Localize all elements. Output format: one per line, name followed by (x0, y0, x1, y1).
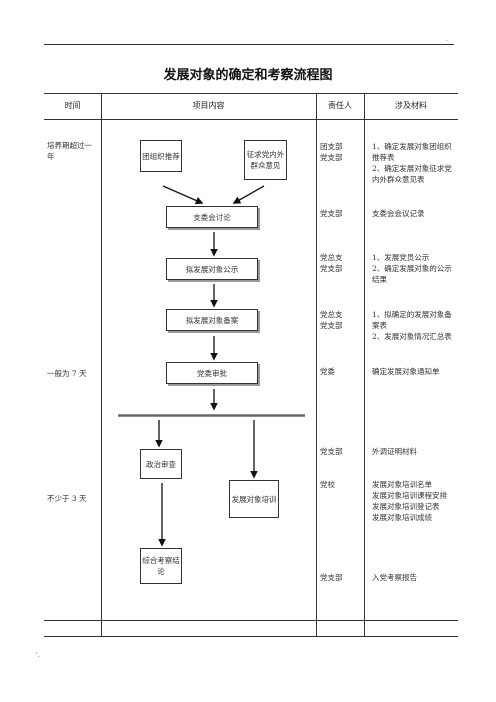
time-training-period: 培养期超过一年 (47, 141, 92, 161)
box-committee-approval: 党委审批 (166, 362, 258, 384)
box-public-notice: 拟发展对象公示 (166, 258, 258, 280)
time-training-days: 不少于 3 天 (47, 494, 87, 503)
resp-5: 党委 (320, 367, 335, 376)
resp-1: 团支部 党支部 (320, 142, 343, 162)
material-2: 支委会会议记录 (372, 209, 425, 218)
header-responsible: 责任人 (328, 101, 352, 110)
resp-8: 党支部 (320, 573, 343, 582)
box-league-recommend: 团组织推荐 (140, 140, 182, 172)
box-solicit-opinions: 征求党内外群众意见 (244, 140, 287, 180)
box-political-review: 政治审查 (140, 449, 182, 479)
resp-7: 党校 (320, 480, 335, 489)
header-materials: 涉及材料 (395, 101, 427, 110)
time-public-notice: 一般为 7 天 (47, 369, 87, 378)
top-rule (44, 44, 454, 45)
material-1: 1、确定发展对象团组织推荐表 2、确定发展对象征求党内外群众意见表 (372, 142, 452, 184)
arrow-opinions-to-discussion (232, 185, 265, 204)
resp-2: 党支部 (320, 209, 343, 218)
page-mark-bottom: '. (36, 652, 40, 659)
material-8: 入党考察报告 (372, 573, 417, 582)
arrow-recommend-to-discussion (162, 185, 204, 205)
header-content: 项目内容 (192, 101, 225, 110)
box-filing: 拟发展对象备案 (166, 309, 258, 331)
page-title: 发展对象的确定和考察流程图 (163, 68, 333, 83)
material-3: 1、发展党员公示 2、确定发展对象的公示结果 (372, 253, 452, 284)
resp-6: 党支部 (320, 447, 343, 456)
material-6: 外调证明材料 (372, 447, 417, 456)
header-time: 时间 (64, 101, 81, 110)
material-4: 1、拟确定的发展对象备案表 2、发展对象情况汇总表 (372, 310, 452, 341)
material-5: 确定发展对象通知单 (372, 367, 440, 376)
resp-3: 党总支 党支部 (320, 253, 343, 273)
material-7: 发展对象培训名单 发展对象培训课程安排 发展对象培训登记表 发展对象培训成绩 (372, 480, 447, 522)
resp-4: 党总支 党支部 (320, 310, 343, 330)
page-mark-top: . (446, 36, 448, 43)
box-comprehensive-conclusion: 综合考察结论 (140, 548, 182, 584)
box-training: 发展对象培训 (229, 480, 279, 518)
box-branch-discussion: 支委会讨论 (166, 206, 258, 228)
